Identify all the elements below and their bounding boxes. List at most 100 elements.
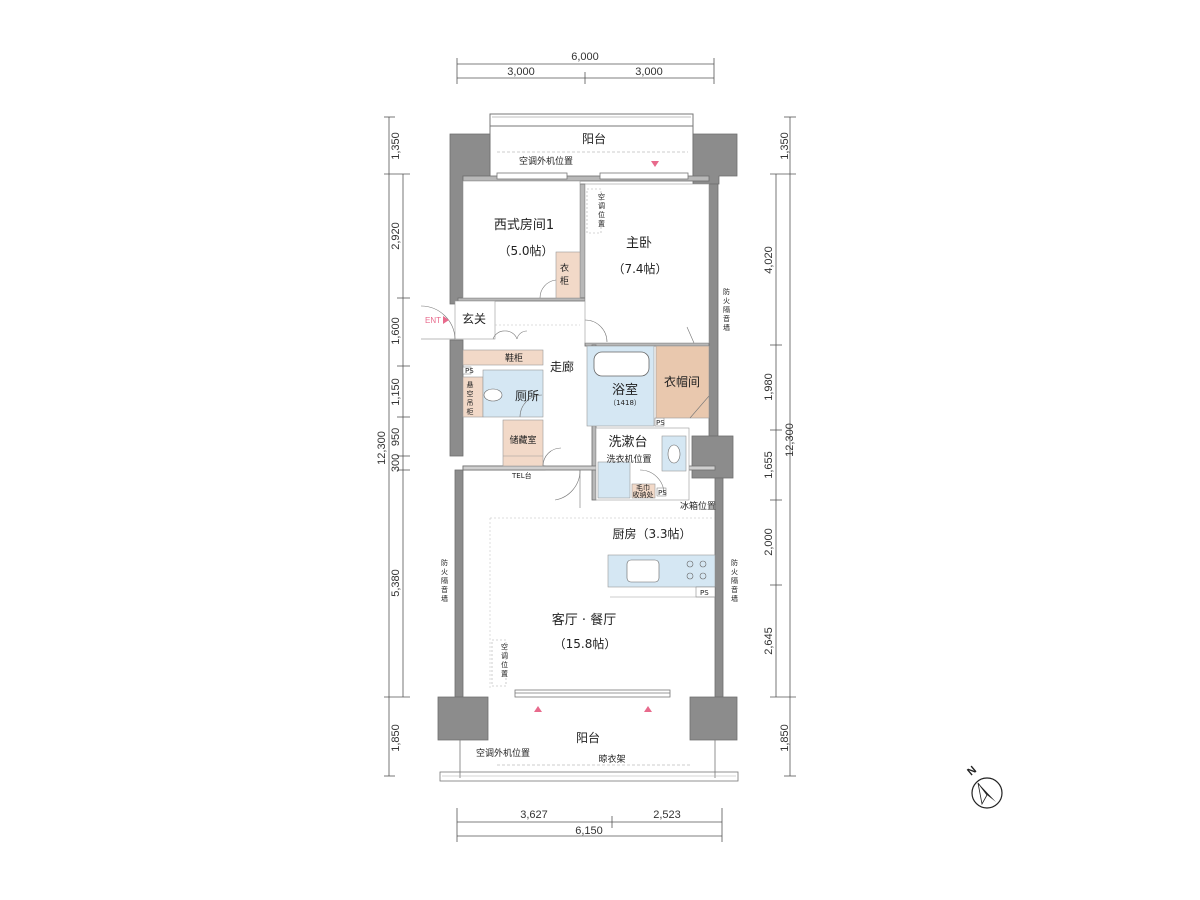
ac-vertical-1a: 空 [598,192,605,201]
room-label-toilet: 厕所 [515,389,539,403]
room-size-western-1: （5.0帖） [498,243,553,258]
firewall-r3: 隔 [723,305,730,314]
dim-bottom-total: 6,150 [575,825,603,837]
firewall-l3: 隔 [441,576,448,585]
sink-icon [667,444,681,464]
bathtub-icon [593,351,650,377]
burner-icon [686,560,694,568]
room-label-entrance: 玄关 [462,311,486,326]
drying-rack-label: 晾衣架 [598,753,625,765]
ac-vertical-1c: 位 [598,210,605,219]
vent-marker-icon [534,706,542,712]
door-swing [539,279,557,299]
dim-left-4: 950 [390,428,402,446]
ac-vertical-1d: 置 [598,220,605,228]
firewall-r5: 墙 [723,323,730,332]
hanging-1: 悬 [467,381,474,389]
ps-toilet [462,366,472,375]
dim-bottom-left: 3,627 [520,809,548,821]
closet-western-1 [555,251,581,299]
label-fridge: 冰箱位置 [680,500,716,512]
linen-storage [631,483,656,499]
wall-left-mid [449,339,464,457]
firewall-l4: 音 [441,585,448,594]
north-label: N [965,764,979,778]
room-label-western-1: 西式房间1 [494,217,554,233]
firewall-r1: 防 [723,287,730,296]
dim-left-2: 1,600 [390,317,402,345]
room-washstand [595,427,690,501]
firewall-l1: 防 [441,558,448,567]
dim-top-left: 3,000 [507,66,535,78]
label-ps-kitchen: PS [700,589,709,597]
room-label-storage: 储藏室 [509,434,536,446]
firewall-k1: 防 [731,558,738,567]
kitchen-sink-icon [626,559,660,583]
vent-marker-icon [644,706,652,712]
room-label-bathroom: 浴室 [612,382,638,398]
ac-vertical-2c: 位 [501,660,508,669]
label-ps-wash: PS [658,489,667,497]
room-master-bedroom [584,183,710,344]
room-storage [502,419,562,467]
dim-left-5: 300 [390,454,402,472]
closet-label-1a: 衣 [560,262,569,274]
label-ps-toilet: PS [465,367,474,375]
firewall-r4: 音 [723,314,730,323]
ac-outdoor-top-label: 空调外机位置 [519,155,573,167]
dim-bottom-right: 2,523 [653,809,681,821]
label-tel: TEL台 [511,471,532,480]
room-western-1 [462,180,581,299]
room-size-master: （7.4帖） [612,261,667,276]
hanging-2: 空 [467,389,474,398]
room-bathroom [586,345,665,427]
firewall-k3: 隔 [731,576,738,585]
dim-right-6: 1,850 [779,724,791,752]
balcony-bottom-label: 阳台 [576,730,600,745]
hanging-3: 吊 [467,399,474,407]
right-dimensions [770,116,796,777]
column-bottom-right [689,696,738,741]
room-size-bathroom: （1418） [609,399,641,407]
fire-wall-labels: 防 火 隔 音 墙 防 火 隔 音 墙 防 火 隔 音 墙 [441,287,738,603]
dim-right-1: 4,020 [763,246,775,274]
entrance [420,300,528,340]
dim-top-total: 6,000 [571,51,599,63]
shoe-cabinet [462,349,544,366]
room-kitchen [490,517,716,598]
room-size-living: （15.8帖） [554,636,617,651]
windows-bottom [514,689,671,698]
wall-right-upper [708,183,719,437]
room-toilet [462,366,544,418]
dim-right-4: 2,000 [763,528,775,556]
vent-marker-icon [651,161,659,167]
firewall-l2: 火 [441,568,448,576]
dim-left-3: 1,150 [390,378,402,406]
toilet-bowl-icon [483,388,503,402]
ac-outdoor-bottom-label: 空调外机位置 [476,747,530,759]
ac-vertical-2b: 调 [501,651,508,660]
room-living-dining [489,518,507,690]
wall-right-lower [714,477,724,698]
room-label-kitchen: 厨房（3.3帖） [612,526,691,541]
bottom-dimensions [456,808,723,842]
firewall-l5: 墙 [441,594,448,603]
room-label-living: 客厅 · 餐厅 [552,612,616,628]
room-label-wic: 衣帽间 [664,374,700,389]
closet-label-1b: 柜 [560,275,569,287]
washing-machine-space [597,461,631,499]
linen-1: 毛巾 [636,483,650,492]
firewall-k5: 墙 [731,594,738,603]
room-walk-in-closet [655,345,710,419]
firewall-r2: 火 [723,297,730,305]
dim-left-7: 1,850 [390,724,402,752]
walls [437,133,738,741]
dim-left-total: 12,300 [376,431,388,465]
entry-arrow-icon [443,316,449,324]
column-right-mid [691,435,734,479]
entry-marker: ENT [425,316,441,325]
dim-right-total: 12,300 [784,423,796,457]
dim-right-5: 2,645 [763,627,775,655]
room-label-washstand: 洗漱台 [608,435,647,450]
